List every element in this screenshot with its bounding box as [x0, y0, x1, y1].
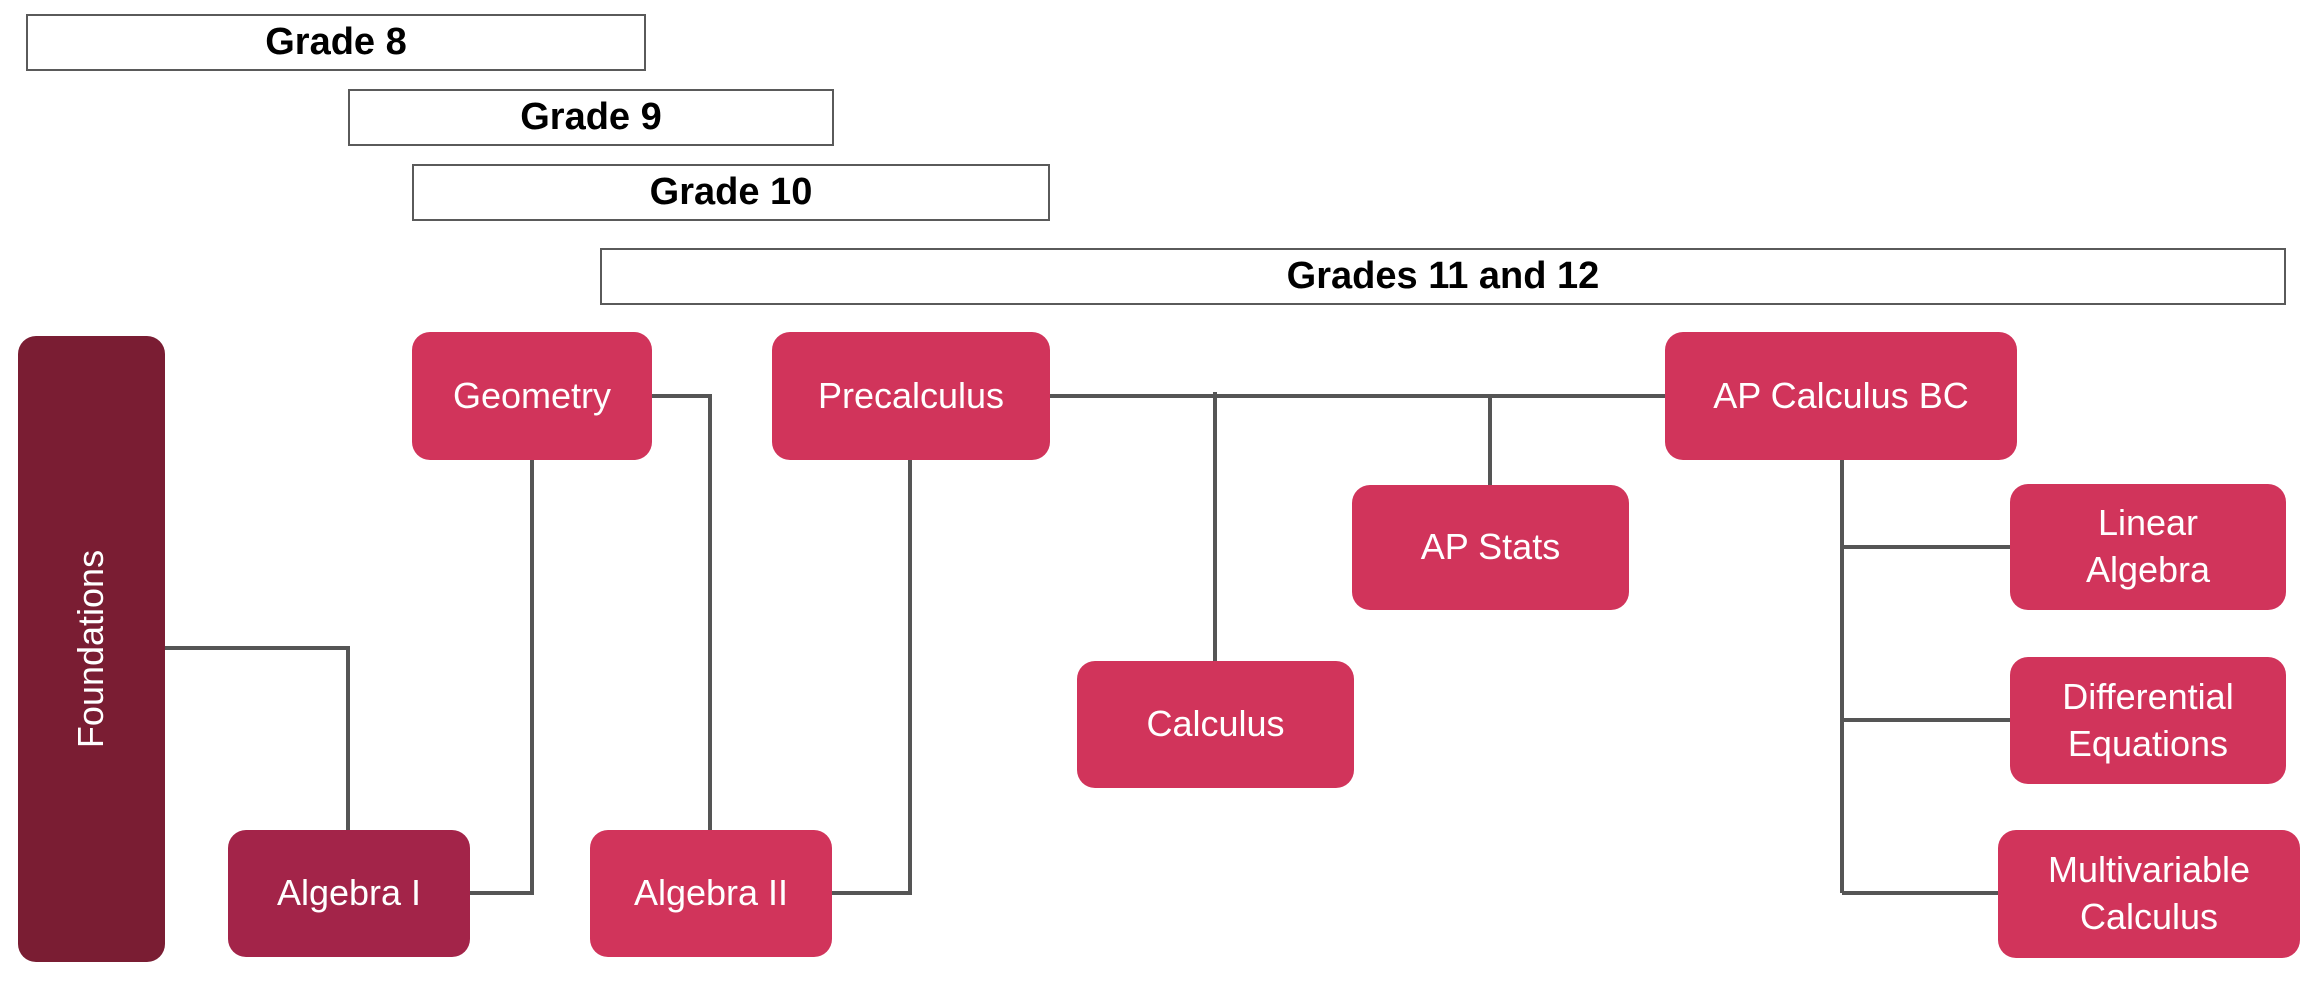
grade-10-bar: Grade 10: [412, 164, 1050, 221]
algebra-2-node: Algebra II: [590, 830, 832, 957]
linear-algebra-node: Linear Algebra: [2010, 484, 2286, 610]
multivariable-calculus-node: Multivariable Calculus: [1998, 830, 2300, 958]
grade-10-label: Grade 10: [649, 171, 813, 213]
algebra-1-node: Algebra I: [228, 830, 470, 957]
ap-stats-node: AP Stats: [1352, 485, 1629, 610]
grades-11-12-bar: Grades 11 and 12: [600, 248, 2286, 305]
differential-equations-node: Differential Equations: [2010, 657, 2286, 784]
grade-9-bar: Grade 9: [348, 89, 834, 146]
calculus-node: Calculus: [1077, 661, 1354, 788]
grade-8-label: Grade 8: [265, 21, 407, 63]
geometry-node: Geometry: [412, 332, 652, 460]
connector-geometry-algebra-2: [652, 394, 712, 830]
grade-8-bar: Grade 8: [26, 14, 646, 71]
connector-foundations-algebra-1: [165, 646, 350, 830]
grade-9-label: Grade 9: [520, 96, 662, 138]
foundations-node: Foundations: [18, 336, 165, 962]
foundations-label: Foundations: [70, 549, 112, 749]
precalculus-node: Precalculus: [772, 332, 1050, 460]
connector-algebra-1-geometry: [470, 460, 534, 895]
grades-11-12-label: Grades 11 and 12: [1286, 255, 1600, 297]
ap-calculus-bc-node: AP Calculus BC: [1665, 332, 2017, 460]
connector-algebra-2-precalculus: [832, 460, 912, 895]
